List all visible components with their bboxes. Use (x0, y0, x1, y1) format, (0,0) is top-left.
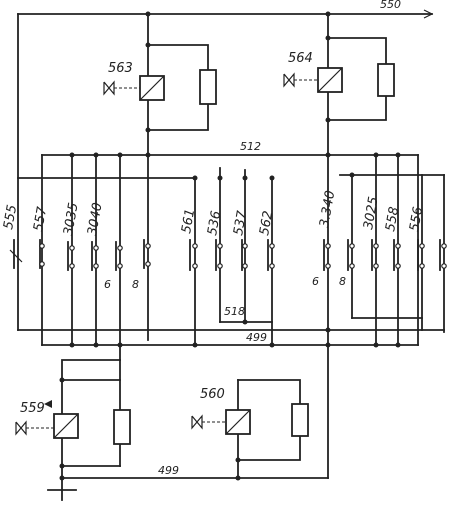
relay-label-560: 560 (200, 387, 225, 402)
wire-label-550: 550 (380, 0, 401, 11)
junctions-upper (69, 152, 401, 181)
relay-label-563: 563 (108, 61, 133, 76)
mark-6a: 6 (104, 278, 111, 291)
contact-label-3040: 3040 (85, 201, 106, 236)
relay-563 (103, 42, 217, 133)
bottom-bus-ground (47, 475, 329, 501)
contact-label-557: 557 (31, 205, 50, 233)
contact-symbols (9, 239, 441, 271)
contact-label-562: 562 (257, 210, 276, 237)
contact-label-555: 555 (1, 204, 20, 231)
relay-label-564: 564 (288, 51, 313, 66)
relay-559 (15, 359, 131, 491)
contact-labels: 555 557 3035 3040 561 536 537 562 3.340 … (1, 189, 426, 291)
mark-8b: 8 (339, 275, 346, 288)
contact-bank (9, 152, 447, 361)
contact-label-556: 556 (407, 206, 426, 233)
mark-6b: 6 (312, 275, 319, 288)
relay-label-559: 559 (20, 401, 45, 416)
wire-label-499-bottom: 499 (158, 464, 179, 477)
contact-label-558: 558 (383, 206, 402, 233)
top-bus (17, 9, 434, 479)
contact-label-537: 537 (231, 209, 250, 237)
terminals (39, 243, 447, 269)
lower-buses (17, 317, 445, 348)
wire-label-518: 518 (224, 305, 245, 318)
wire-label-512: 512 (240, 140, 261, 153)
mark-8a: 8 (132, 278, 139, 291)
contact-label-3340: 3.340 (317, 189, 338, 228)
relay-564 (283, 35, 395, 123)
wire-label-499-mid: 499 (246, 331, 267, 344)
contact-label-561: 561 (179, 208, 198, 235)
relay-560 (191, 379, 309, 479)
contact-label-3035: 3035 (61, 201, 82, 236)
contact-label-536: 536 (205, 210, 224, 237)
contact-label-3025: 3025 (361, 195, 382, 230)
